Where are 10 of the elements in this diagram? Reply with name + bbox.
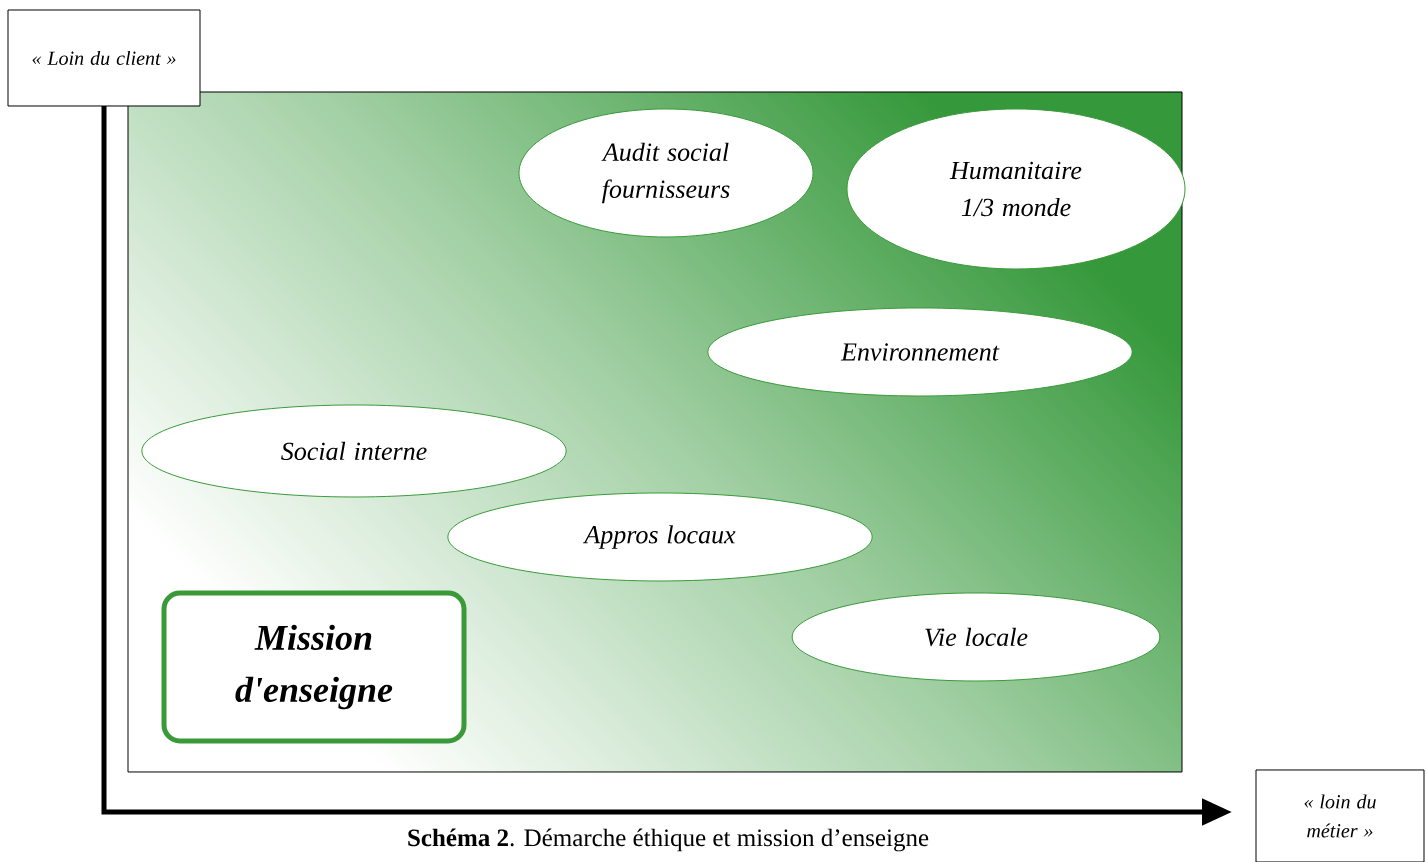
oval-label: Environnement (707, 307, 1133, 397)
oval-label: Vie locale (791, 592, 1161, 682)
mission-box: Mission d'enseigne (161, 590, 467, 744)
oval-label: Appros locaux (447, 492, 873, 582)
caption: Schéma 2. Démarche éthique et mission d’enseigne (408, 828, 929, 852)
oval-label: Social interne (141, 404, 567, 498)
axis-label-box: « loin du métier » (1255, 769, 1425, 862)
axis-label-box: « Loin du client » (7, 9, 201, 107)
oval-label: Humanitaire 1/3 monde (846, 108, 1186, 270)
oval-label: Audit social fournisseurs (518, 108, 814, 238)
